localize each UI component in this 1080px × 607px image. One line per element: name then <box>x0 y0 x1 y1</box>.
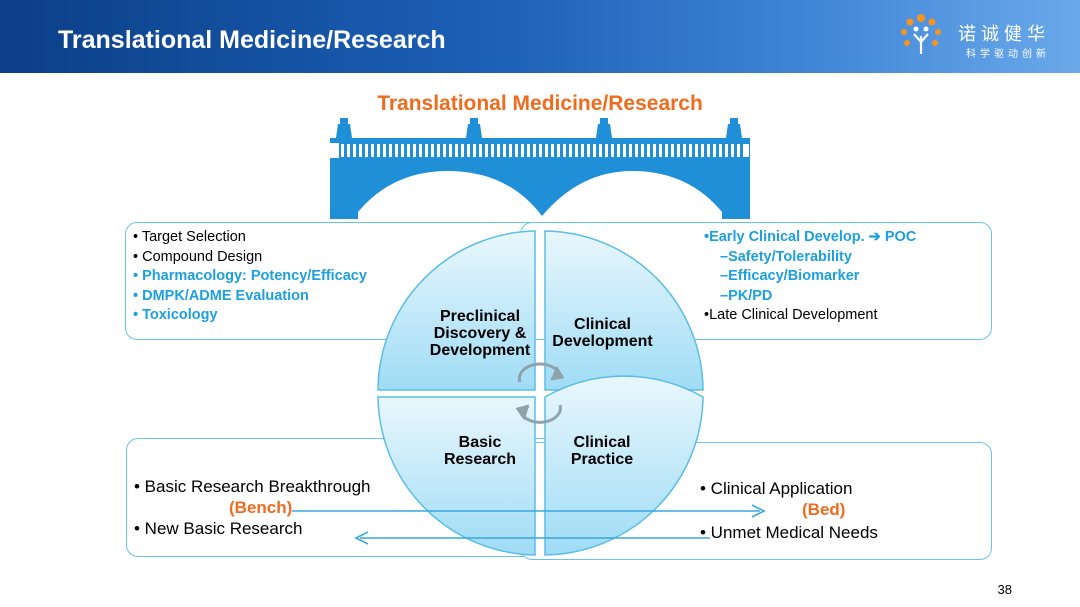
top-right-list: •Early Clinical Develop. ➔ POC –Safety/To… <box>704 228 916 326</box>
cycle-arrows-icon <box>515 362 565 424</box>
cycle-circle <box>377 230 704 556</box>
top-right-list-item: •Late Clinical Development <box>704 307 878 323</box>
clinical-practice-label: Clinical Practice <box>570 434 634 468</box>
top-right-list-item: –Efficacy/Biomarker <box>720 268 860 284</box>
quadrant-preclinical <box>377 230 536 391</box>
page-number: 38 <box>997 582 1012 597</box>
top-left-list-item: • Target Selection <box>133 229 246 245</box>
clinical-development-label: Clinical Development <box>552 316 653 350</box>
bottom-left-item-2: • New Basic Research <box>134 519 303 538</box>
quadrant-clinical-development <box>544 230 704 391</box>
company-logo-icon <box>901 14 941 54</box>
bottom-right-item-1: • Clinical Application <box>700 479 853 498</box>
slide-title: Translational Medicine/Research <box>58 26 446 54</box>
bench-label: (Bench) <box>229 498 293 517</box>
top-left-list-item: • DMPK/ADME Evaluation <box>133 287 309 304</box>
preclinical-label: Preclinical Discovery & Development <box>429 308 531 359</box>
quadrant-basic-research <box>377 396 536 556</box>
bottom-left-item-1: • Basic Research Breakthrough <box>134 477 371 496</box>
top-left-list-item: • Toxicology <box>133 307 218 323</box>
top-left-list-item: • Pharmacology: Potency/Efficacy <box>133 268 367 284</box>
logo-name-cn: 诺诚健华 <box>958 24 1050 45</box>
top-right-list-item: –PK/PD <box>720 287 773 304</box>
top-right-list-item: –Safety/Tolerability <box>720 248 852 265</box>
bridge-icon <box>330 118 750 219</box>
bottom-right-item-2: • Unmet Medical Needs <box>700 523 878 542</box>
bed-label: (Bed) <box>802 500 846 519</box>
diagram-title: Translational Medicine/Research <box>377 92 703 115</box>
top-left-list-item: • Compound Design <box>133 248 263 265</box>
basic-research-label: Basic Research <box>443 434 517 468</box>
bench-bed-arrows <box>292 504 766 545</box>
top-right-list-item: •Early Clinical Develop. ➔ POC <box>704 229 917 245</box>
header-bar: Translational Medicine/Research 诺诚健华 科学驱… <box>0 0 1080 73</box>
top-left-list: • Target Selection • Compound Design • Pha… <box>133 228 367 326</box>
logo-slogan: 科学驱动创新 <box>966 49 1050 60</box>
